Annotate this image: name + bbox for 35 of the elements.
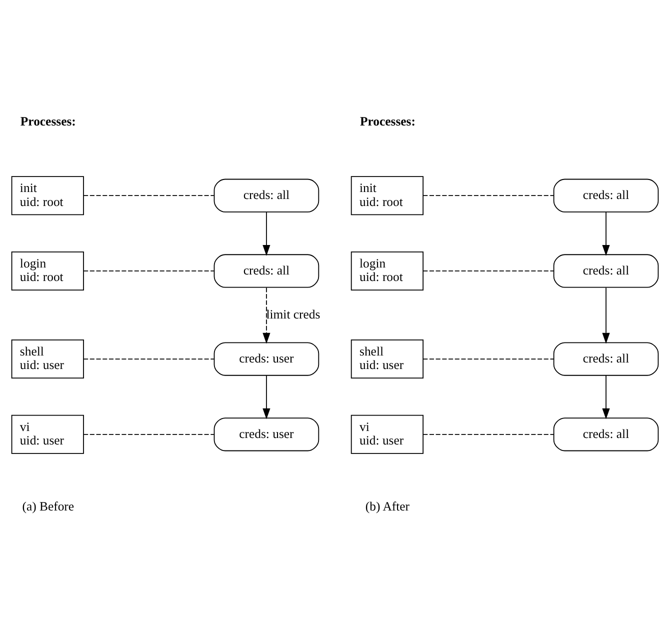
connector — [422, 195, 554, 196]
node-box: login uid: root — [11, 251, 84, 290]
label: (a) Before — [22, 499, 74, 514]
node-box: creds: all — [553, 342, 659, 376]
connector — [83, 434, 214, 435]
node-box: creds: user — [214, 342, 320, 376]
arrow — [262, 375, 270, 420]
node-box: creds: all — [214, 254, 320, 288]
node-box: creds: all — [553, 178, 659, 212]
node-box: creds: all — [553, 418, 659, 452]
arrow — [602, 287, 610, 344]
arrow — [602, 375, 610, 420]
arrow — [262, 212, 270, 256]
node-box: vi uid: user — [350, 414, 424, 454]
node-box: creds: all — [214, 178, 320, 212]
label: Processes: — [360, 114, 416, 128]
connector — [422, 358, 554, 360]
connector — [83, 358, 214, 360]
arrow — [262, 287, 270, 344]
connector — [83, 270, 214, 272]
node-box: shell uid: user — [11, 340, 84, 379]
node-box: creds: user — [214, 418, 320, 452]
arrow — [602, 212, 610, 256]
edge-label: limit creds — [266, 307, 320, 322]
node-box: vi uid: user — [11, 414, 84, 454]
label: Processes: — [20, 114, 76, 128]
node-box: init uid: root — [11, 176, 84, 216]
connector — [422, 434, 554, 435]
node-box: shell uid: user — [350, 340, 424, 379]
node-box: creds: all — [553, 254, 659, 288]
node-box: login uid: root — [350, 251, 424, 290]
label: (b) After — [365, 499, 410, 514]
node-box: init uid: root — [350, 176, 424, 216]
connector — [422, 270, 554, 272]
connector — [83, 195, 214, 196]
